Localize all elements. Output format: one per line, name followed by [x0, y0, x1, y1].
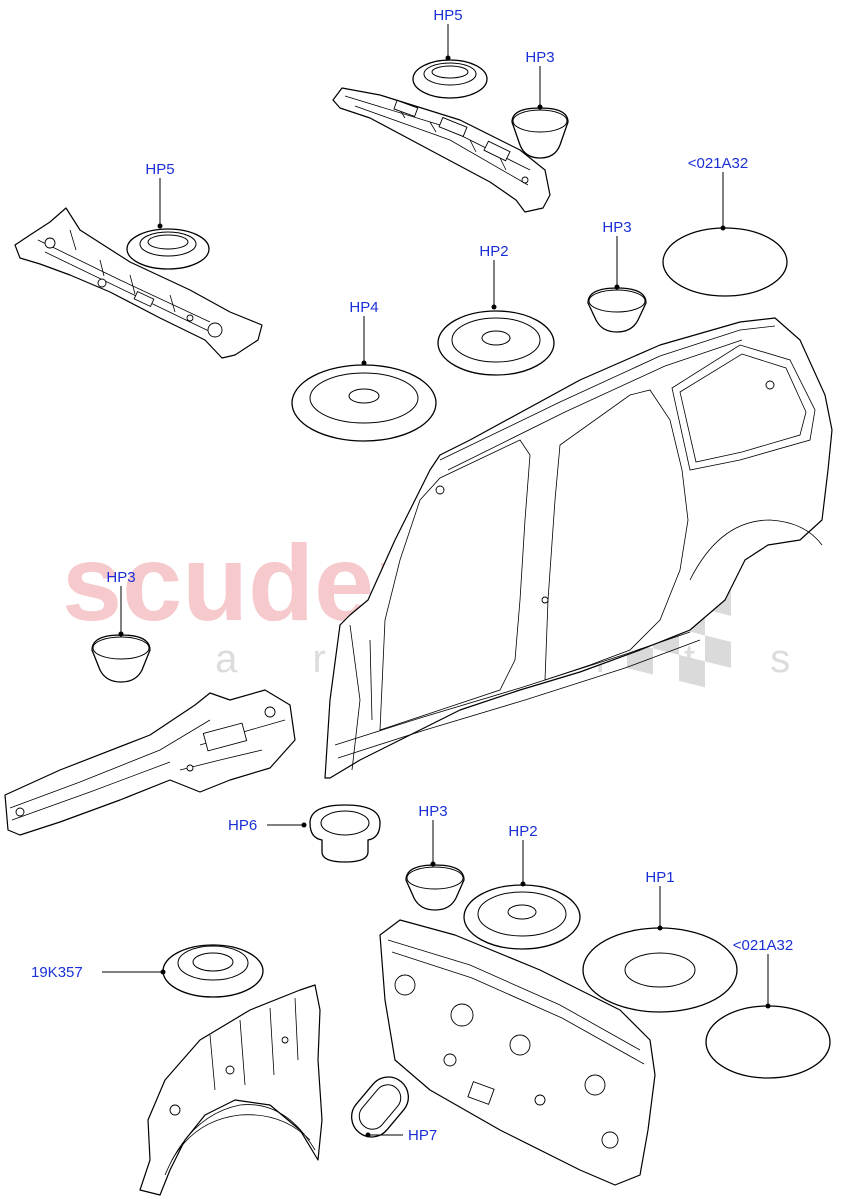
- callout-hp2-top[interactable]: HP2: [479, 243, 508, 260]
- plug-hp2-bottom: [463, 884, 581, 950]
- leader-lines: [102, 24, 771, 1138]
- callout-hp5-left[interactable]: HP5: [145, 161, 174, 178]
- dash-panel: [379, 919, 656, 1186]
- callout-hp3-top[interactable]: HP3: [525, 49, 554, 66]
- body-side-panel: [324, 317, 833, 779]
- callout-hp1[interactable]: HP1: [645, 869, 674, 886]
- floor-longitudinal: [4, 689, 296, 836]
- plug-hp5-top: [412, 59, 488, 99]
- callout-hp5-top[interactable]: HP5: [433, 7, 462, 24]
- plug-hp3-left: [91, 634, 151, 683]
- plug-hp2-top: [437, 310, 555, 376]
- seal-021a32-bottom: [705, 1005, 831, 1079]
- callout-hp2-bottom[interactable]: HP2: [508, 823, 537, 840]
- callout-hp4[interactable]: HP4: [349, 299, 378, 316]
- grommet-19k357: [162, 944, 264, 998]
- callout-labels: HP5 HP3 HP5 <021A32 HP3 HP2 HP4 HP3 HP6 …: [31, 7, 793, 1144]
- seal-021a32-top: [662, 227, 788, 297]
- cowl-panel: [14, 207, 263, 359]
- callout-hp3-bottom[interactable]: HP3: [418, 803, 447, 820]
- callout-021a32-top[interactable]: <021A32: [688, 155, 748, 172]
- callout-021a32-bottom[interactable]: <021A32: [733, 937, 793, 954]
- plug-hp3-bottom: [405, 864, 465, 911]
- callout-19k357[interactable]: 19K357: [31, 964, 83, 981]
- callout-hp7[interactable]: HP7: [408, 1127, 437, 1144]
- front-wheelhouse-panel: [139, 984, 323, 1196]
- plug-hp3-top: [511, 107, 569, 159]
- plug-hp4: [291, 364, 437, 442]
- plug-hp7: [350, 1076, 410, 1138]
- callout-hp6[interactable]: HP6: [228, 817, 257, 834]
- plug-hp6: [309, 804, 381, 863]
- callout-hp3-mid[interactable]: HP3: [602, 219, 631, 236]
- seal-hp1: [582, 927, 738, 1013]
- roof-cross-member: [332, 87, 551, 213]
- plug-hp3-mid: [587, 287, 647, 333]
- plug-hp5-left: [126, 228, 210, 270]
- callout-hp3-left[interactable]: HP3: [106, 569, 135, 586]
